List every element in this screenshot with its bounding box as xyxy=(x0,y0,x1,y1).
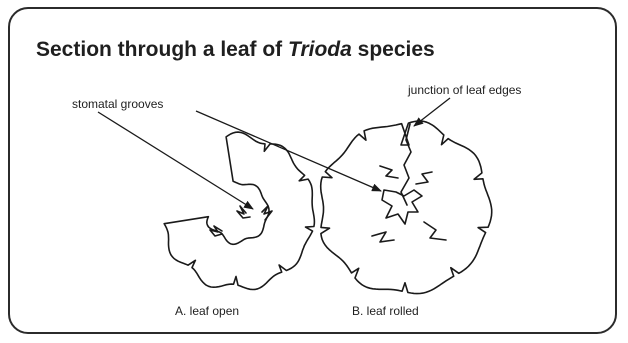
leaf-rolled-outline xyxy=(321,121,492,294)
leaf-rolled-groove-lower-right xyxy=(424,222,446,240)
arrow-junction xyxy=(414,98,450,126)
leaf-open-groove-2 xyxy=(237,206,250,218)
leaf-open-groove-3 xyxy=(262,206,272,220)
leaf-rolled-groove-lower-left xyxy=(372,232,394,242)
leaf-rolled-groove-upper-left xyxy=(380,166,398,178)
leaf-rolled-groove-upper-right xyxy=(416,172,432,184)
arrow-groove-rolled xyxy=(196,111,381,191)
leaf-open-outline xyxy=(164,132,314,289)
leaf-open-section xyxy=(164,132,314,289)
leaf-rolled-section xyxy=(321,121,492,294)
leaf-rolled-groove-centre xyxy=(382,190,422,224)
leaf-open-groove-1 xyxy=(210,226,222,236)
